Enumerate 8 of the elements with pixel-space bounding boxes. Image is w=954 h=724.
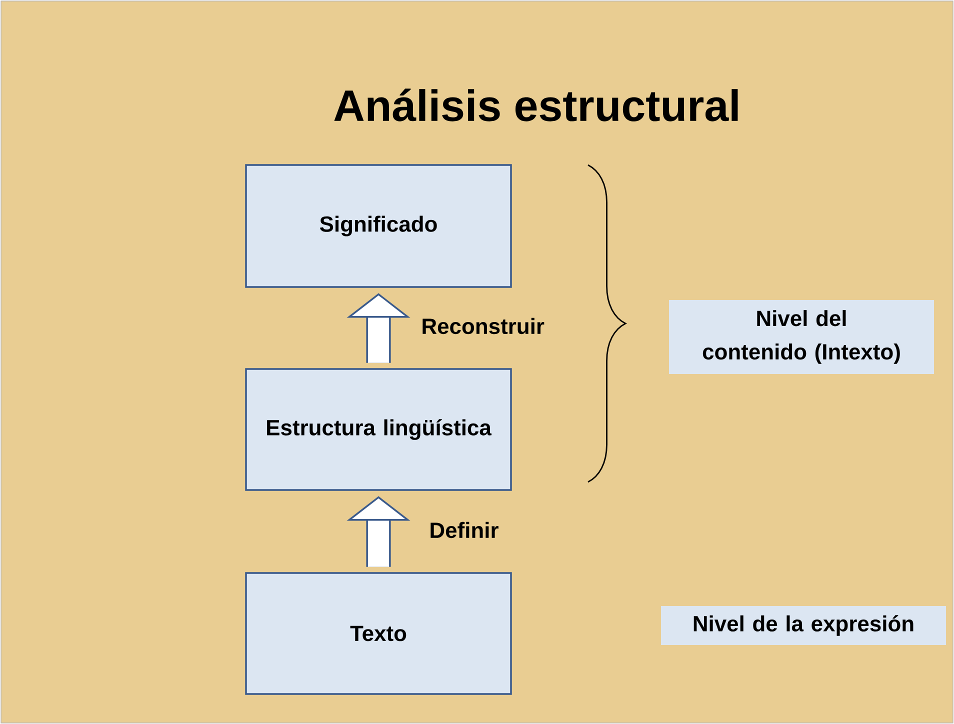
- edge-label: Definir: [430, 522, 498, 538]
- process-box: Estructura lingüística: [245, 368, 512, 491]
- title: Análisis estructural: [334, 88, 738, 122]
- edge-label: Reconstruir: [422, 318, 544, 334]
- process-box: Texto: [245, 572, 512, 695]
- level-box: Nivel del contenido (Intexto): [669, 300, 934, 374]
- process-box: Significado: [245, 164, 512, 288]
- level-box: Nivel de la expresión: [661, 606, 946, 645]
